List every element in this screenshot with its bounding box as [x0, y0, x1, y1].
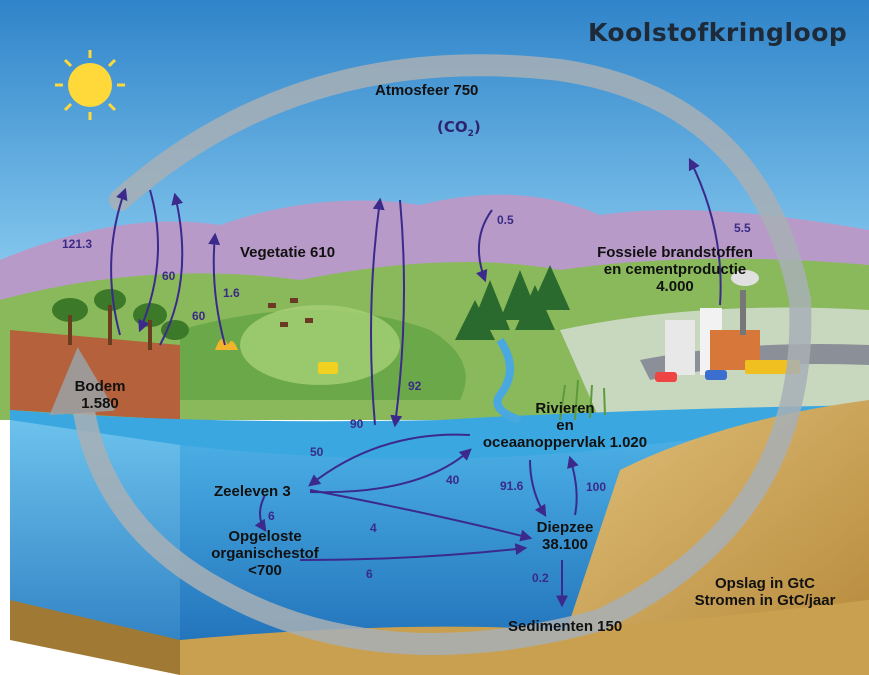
flow-50: 50 [310, 445, 324, 459]
diagram-title: Koolstofkringloop [588, 18, 848, 47]
flow-100: 100 [586, 480, 607, 494]
flow-1-6: 1.6 [223, 286, 240, 300]
factory-icon [665, 270, 760, 375]
flow-arrow-surface-deep [529, 459, 547, 518]
flow-60-a: 60 [162, 269, 176, 283]
dissolved-line-3: <700 [248, 562, 282, 579]
river [493, 337, 522, 424]
rivers-line-2: en [556, 417, 574, 434]
dissolved-line-1: Opgeloste [228, 528, 302, 545]
flow-arrow-soil-up [110, 187, 128, 336]
marine-life-label: Zeeleven 3 [214, 483, 291, 500]
sun-icon [55, 50, 125, 120]
flow-6-b: 6 [366, 567, 373, 581]
co2-symbol: (CO2) [437, 118, 481, 139]
legend-flows: Stromen in GtC/jaar [694, 592, 836, 609]
sediments-label: Sedimenten 150 [508, 618, 623, 635]
cattle-icon [268, 298, 313, 327]
flow-5-5: 5.5 [734, 221, 751, 235]
flow-arrow-life-dissolved [254, 494, 267, 532]
vegetation-label: Vegetatie 610 [240, 244, 336, 261]
flow-0-5: 0.5 [497, 213, 514, 227]
atmosphere-label: Atmosfeer 750 [375, 82, 479, 99]
fossil-value: 4.000 [656, 278, 694, 295]
flow-arrow-life-surface [309, 448, 472, 494]
fossil-fuel-label: Fossiele brandstoffen en cementproductie… [560, 244, 790, 295]
fire-icon [215, 338, 238, 350]
reeds-icon [559, 379, 606, 421]
flow-60-b: 60 [192, 309, 206, 323]
flow-121-3: 121.3 [62, 237, 93, 251]
flow-91-6: 91.6 [500, 479, 524, 493]
legend-stocks: Opslag in GtC [714, 575, 815, 592]
conifer-trees-icon [455, 265, 570, 340]
flow-arrow-veg-up [159, 192, 184, 346]
flow-arrow-deep-surface [567, 455, 579, 516]
deep-sea-label: Diepzee 38.100 [520, 519, 610, 553]
flow-90: 90 [350, 417, 364, 431]
flow-arrow-life-deep [309, 489, 533, 542]
flow-arrow-ocean-up [370, 197, 385, 426]
rivers-line-1: Rivieren [535, 400, 595, 417]
flow-92: 92 [408, 379, 422, 393]
flow-arrow-ocean-down [390, 199, 405, 428]
flow-arrow-dissolved-deep [299, 543, 528, 561]
fossil-line-2: en cementproductie [603, 261, 747, 278]
legend: Opslag in GtC Stromen in GtC/jaar [665, 575, 865, 609]
deep-sea-line-1: Diepzee [536, 519, 594, 536]
flow-arrows [110, 157, 722, 608]
flow-40: 40 [446, 473, 460, 487]
deep-sea-value: 38.100 [542, 536, 588, 553]
rivers-label: Rivieren en oceaanoppervlak 1.020 [455, 400, 675, 451]
seafloor-front [10, 600, 180, 675]
flow-4: 4 [370, 521, 377, 535]
ocean-body [10, 420, 180, 660]
flow-6-a: 6 [268, 509, 275, 523]
flow-arrow-fire-up [208, 232, 226, 346]
flow-0-2: 0.2 [532, 571, 549, 585]
flow-arrow-atm-forest [476, 209, 493, 283]
flow-arrow-surface-life [308, 433, 471, 487]
cycle-arrow [49, 54, 812, 655]
flow-arrow-fossil-up [688, 157, 722, 306]
vehicles-icon [318, 360, 800, 382]
soil-line-1: Bodem [74, 378, 126, 395]
dissolved-organic-label: Opgeloste organischestof <700 [190, 528, 340, 579]
flow-arrow-veg-down [138, 189, 159, 333]
fossil-line-1: Fossiele brandstoffen [597, 244, 753, 261]
rivers-line-3: oceaanoppervlak 1.020 [482, 434, 648, 451]
soil-value: 1.580 [81, 395, 119, 412]
soil-label: Bodem 1.580 [70, 378, 130, 412]
dissolved-line-2: organischestof [211, 545, 319, 562]
